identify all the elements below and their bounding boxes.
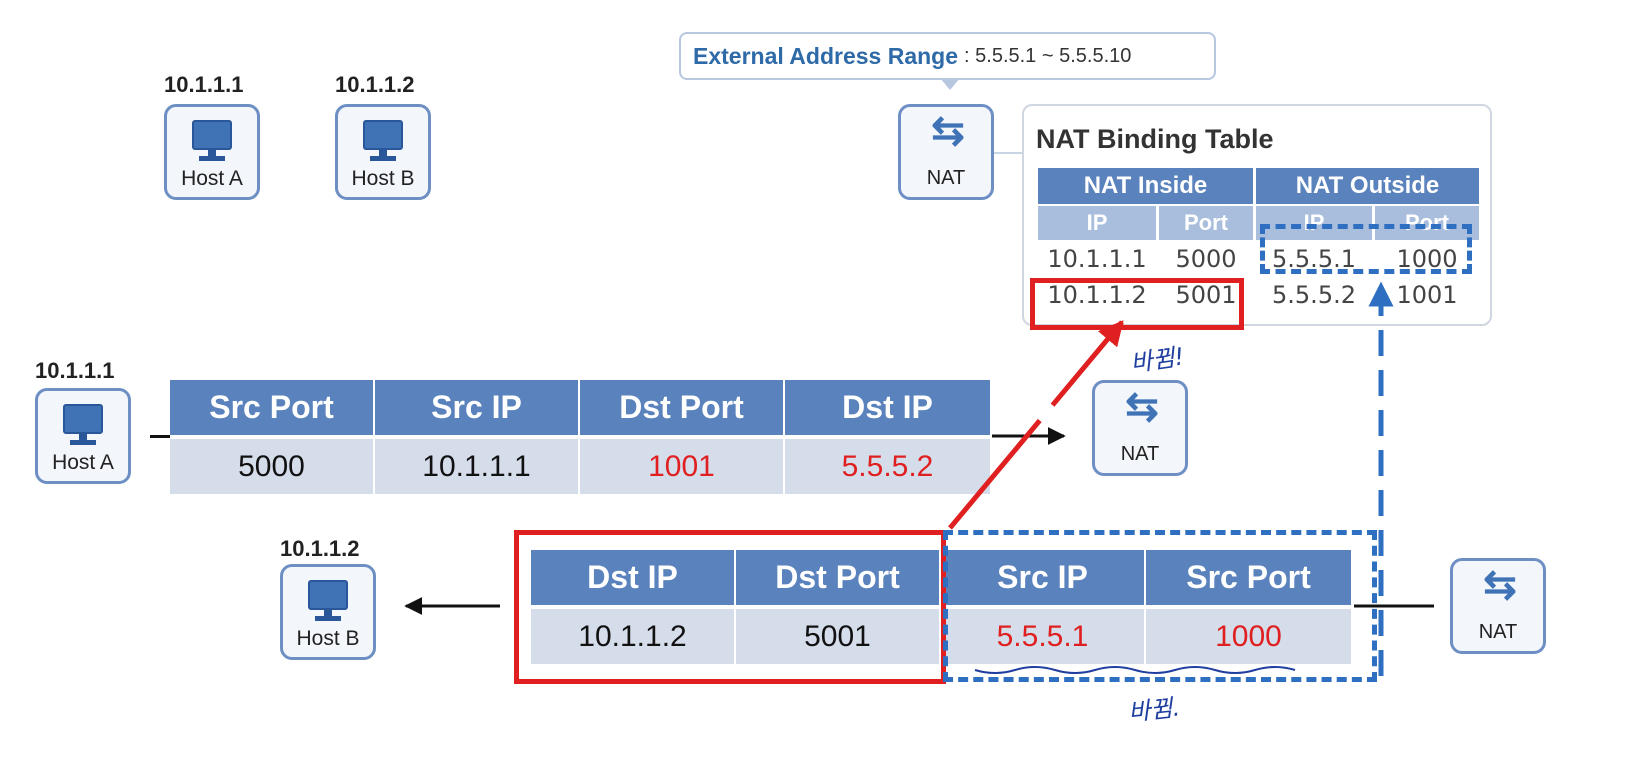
subheader-inside-port: Port xyxy=(1159,206,1253,240)
annotation-changed-1: 바뀜! xyxy=(1128,342,1186,378)
nat-binding-table: NAT Inside NAT Outside IP Port IP Port 1… xyxy=(1038,168,1479,312)
subheader-outside-port: Port xyxy=(1375,206,1479,240)
top-host-b-label: Host B xyxy=(351,167,415,190)
host-b-label: Host B xyxy=(296,627,360,650)
binding-row-red-highlight xyxy=(1030,278,1244,330)
top-host-a-label: Host A xyxy=(181,167,243,190)
table-cell: 10.1.1.1 xyxy=(1047,245,1147,273)
nat-router-middle-icon: ⇆ NAT xyxy=(1092,380,1188,476)
packet-header: Src IP xyxy=(375,380,578,435)
host-a-icon: Host A xyxy=(35,388,131,484)
table-cell: 10.1.1.2 xyxy=(1047,281,1147,309)
red-lookup-arrow xyxy=(948,320,1124,530)
packet-header: Dst IP xyxy=(531,550,734,605)
subheader-outside-ip: IP xyxy=(1256,206,1372,240)
callout-pointer xyxy=(940,78,960,90)
top-host-a-ip: 10.1.1.1 xyxy=(164,72,244,97)
nat-router-top-label: NAT xyxy=(926,167,966,189)
top-host-b-icon: Host B xyxy=(335,104,431,200)
table-cell: 1000 xyxy=(1396,245,1458,273)
packet-value: 1001 xyxy=(580,439,783,494)
host-a-link-line xyxy=(150,435,174,438)
table-cell: 5001 xyxy=(1175,281,1237,309)
external-address-range-value: : 5.5.5.1 ~ 5.5.5.10 xyxy=(964,44,1132,67)
outgoing-packet: Src Port Src IP Dst Port Dst IP 5000 10.… xyxy=(170,380,990,496)
group-nat-inside: NAT Inside xyxy=(1038,168,1253,204)
external-address-range-label: External Address Range xyxy=(693,42,959,69)
packet-value: 1000 xyxy=(1146,609,1351,664)
nat-to-table-connector xyxy=(994,152,1024,154)
host-b-ip: 10.1.1.2 xyxy=(280,536,360,561)
nat-router-right-label: NAT xyxy=(1478,621,1518,643)
nat-router-middle-label: NAT xyxy=(1120,443,1160,465)
packet-value: 5001 xyxy=(736,609,939,664)
external-address-range-callout: External Address Range : 5.5.5.1 ~ 5.5.5… xyxy=(679,32,1216,80)
packet-value: 5000 xyxy=(170,439,373,494)
table-cell: 5.5.5.2 xyxy=(1272,281,1356,309)
nat-router-right-icon: ⇆ NAT xyxy=(1450,558,1546,654)
subheader-inside-ip: IP xyxy=(1038,206,1156,240)
packet-header: Src Port xyxy=(170,380,373,435)
packet-header: Src Port xyxy=(1146,550,1351,605)
annotation-changed-2: 바뀜. xyxy=(1126,693,1182,727)
packet-value: 5.5.5.2 xyxy=(785,439,990,494)
host-a-label: Host A xyxy=(52,451,114,474)
top-host-b-ip: 10.1.1.2 xyxy=(335,72,415,97)
packet-value: 5.5.5.1 xyxy=(941,609,1144,664)
packet-header: Dst IP xyxy=(785,380,990,435)
host-a-ip: 10.1.1.1 xyxy=(35,358,115,383)
top-host-a-icon: Host A xyxy=(164,104,260,200)
table-cell: 1001 xyxy=(1396,281,1458,309)
table-cell: 5000 xyxy=(1175,245,1237,273)
table-cell: 5.5.5.1 xyxy=(1272,245,1356,273)
packet-value: 10.1.1.2 xyxy=(531,609,734,664)
nat-binding-table-title: NAT Binding Table xyxy=(1036,124,1274,154)
host-b-icon: Host B xyxy=(280,564,376,660)
packet-header: Dst Port xyxy=(580,380,783,435)
group-nat-outside: NAT Outside xyxy=(1256,168,1479,204)
packet-header: Src IP xyxy=(941,550,1144,605)
packet-header: Dst Port xyxy=(736,550,939,605)
handwritten-underline xyxy=(974,666,1296,674)
nat-router-top-icon: ⇆ NAT xyxy=(898,104,994,200)
binding-outside-blue-dashed-highlight xyxy=(1260,224,1472,274)
packet-value: 10.1.1.1 xyxy=(375,439,578,494)
